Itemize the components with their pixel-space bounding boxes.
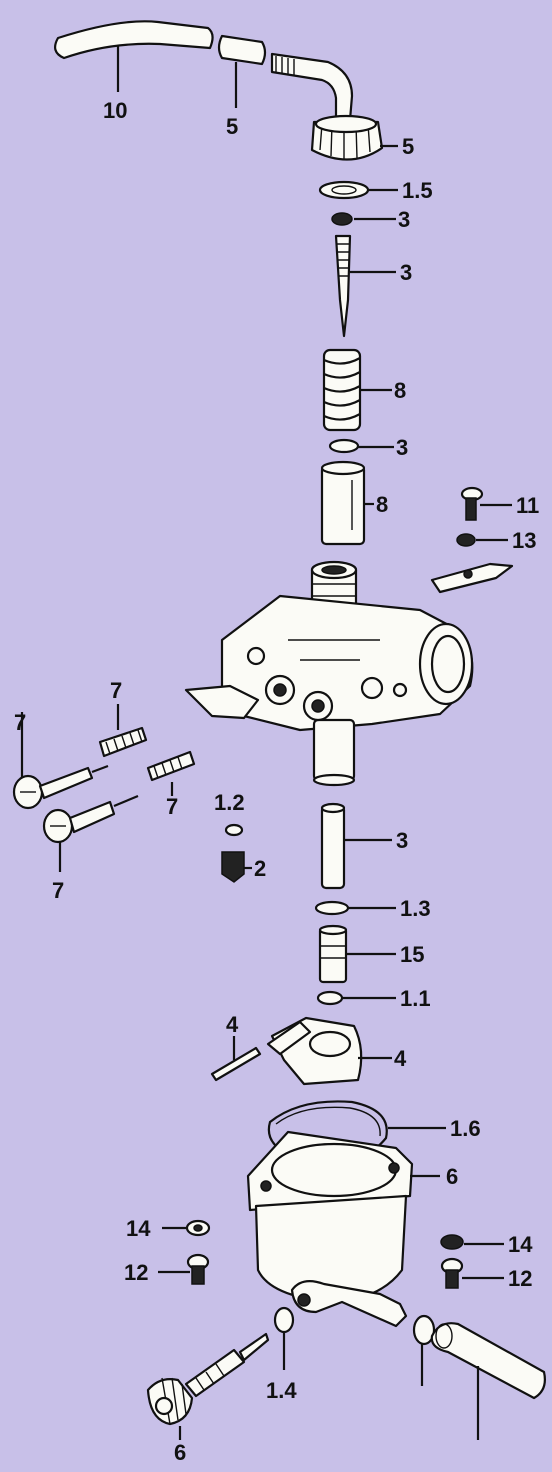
callout-14-right: 14 [508,1232,533,1257]
hose-clip [412,1314,436,1386]
callout-11: 11 [516,493,539,518]
callout-4-pin: 4 [226,1012,239,1037]
drain-screw-part-6 [146,1332,270,1440]
callout-15: 15 [400,942,424,967]
callout-labels: 10 5 5 1.5 3 3 8 3 8 11 13 7 7 7 7 1.2 2… [14,98,539,1465]
callout-1-4: 1.4 [266,1378,297,1403]
callout-3-needle: 3 [400,260,412,285]
callout-13: 13 [512,528,536,553]
callout-8-spring: 8 [394,378,406,403]
retaining-clip-part-3 [328,438,394,454]
needle-clip-part-3 [331,212,396,226]
screw-right-part-12 [440,1257,504,1289]
washer-part-1-5 [318,180,398,200]
callout-3-retainer: 3 [396,435,408,460]
carburetor-body [184,560,474,787]
drain-plug-part-2 [221,851,252,883]
callout-3-clip: 3 [398,207,410,232]
jet-holder-part-15 [318,924,396,984]
washer-right-part-14 [440,1234,504,1250]
overflow-tube [430,1322,546,1440]
callout-4-float: 4 [394,1046,407,1071]
callout-7-lower: 7 [52,878,64,903]
callout-1-3: 1.3 [400,896,431,921]
callout-14-left: 14 [126,1216,151,1241]
float-bowl-part-6 [246,1130,440,1328]
fuel-hose-part-10 [53,20,214,92]
callout-1-2: 1.2 [214,790,245,815]
fuel-inlet-pipe [270,52,354,122]
slide-spring-part-8 [322,348,392,432]
callout-10: 10 [103,98,127,123]
throttle-slide-part-8 [320,460,374,546]
callout-12-left: 12 [124,1260,148,1285]
callout-5-nut: 5 [402,134,414,159]
callout-6-bowl: 6 [446,1164,458,1189]
callout-8-slide: 8 [376,492,388,517]
callout-7-upper-left: 7 [14,710,26,735]
idle-screw-upper-part-7 [12,712,109,810]
callout-12-right: 12 [508,1266,532,1291]
washer-left-part-14 [162,1219,211,1237]
hose-sleeve-part-5 [217,34,267,108]
knurled-nut-part-5 [310,114,398,161]
callout-6-screw: 6 [174,1440,186,1465]
washer-part-13 [456,533,508,547]
air-screw-lower-part-7 [42,794,139,872]
callout-3-needle-jet: 3 [396,828,408,853]
washer-part-1-2 [224,823,244,837]
washer-part-1-1 [316,990,396,1006]
washer-part-1-3 [314,900,396,916]
float-part-4 [266,1016,392,1086]
callout-2: 2 [254,856,266,881]
needle-jet-part-3 [320,802,392,890]
screw-part-11 [460,486,512,521]
choke-bracket [430,562,514,594]
callout-5-sleeve: 5 [226,114,238,139]
float-pin-part-4 [210,1036,262,1082]
idle-spring-lower-part-7 [146,750,196,796]
callout-7-spring: 7 [166,794,178,819]
idle-spring-upper-part-7 [98,704,148,758]
jet-needle-part-3 [334,234,396,338]
o-ring-part-1-4 [273,1306,295,1370]
callout-1-5: 1.5 [402,178,433,203]
callout-1-1: 1.1 [400,986,431,1011]
screw-left-part-12 [158,1253,210,1285]
callout-7-upper-right: 7 [110,678,122,703]
callout-1-6: 1.6 [450,1116,481,1141]
